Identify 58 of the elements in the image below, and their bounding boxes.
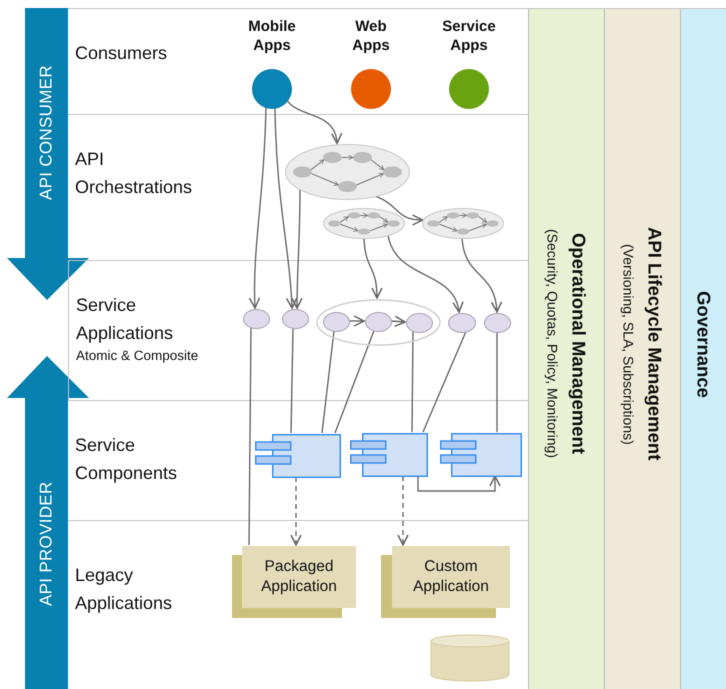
dependency-arrow — [397, 476, 409, 546]
app-label: Mobile Apps — [247, 17, 297, 55]
ellipse-node — [282, 309, 309, 329]
connector — [274, 108, 298, 309]
dependency-arrow — [290, 477, 302, 546]
ellipse-node — [406, 313, 433, 333]
connector — [321, 330, 335, 434]
application-box — [381, 546, 510, 618]
ellipse-node — [448, 313, 476, 333]
layer-label: Service Components — [75, 434, 178, 485]
connector — [496, 332, 498, 432]
box-label: Custom Application — [412, 557, 490, 597]
connector — [461, 238, 502, 313]
application-box — [232, 546, 356, 618]
layer-band — [68, 260, 528, 400]
arrow-label: API CONSUMER — [36, 64, 56, 202]
connector — [387, 234, 462, 313]
connector — [290, 328, 294, 434]
connector — [349, 315, 365, 327]
cross-cutting-column — [528, 8, 604, 689]
column-title: Operational Management — [568, 233, 590, 454]
cross-cutting-column — [604, 8, 680, 689]
layer-label: Legacy Applications — [75, 564, 174, 615]
connector — [411, 331, 414, 432]
connector — [248, 107, 267, 309]
ellipse-node — [323, 312, 350, 332]
column-subtitle: (Versioning, SLA, Subscriptions) — [620, 244, 638, 444]
layer-label: Service Applications — [76, 294, 174, 345]
column-subtitle: (Security, Quotas, Policy, Monitoring) — [544, 229, 562, 458]
column-title: Governance — [692, 290, 716, 398]
layer-label: API Orchestrations — [75, 148, 194, 199]
box-label: Packaged Application — [260, 557, 338, 597]
ellipse-node — [243, 309, 270, 329]
connector — [363, 238, 382, 299]
connector — [291, 189, 303, 309]
connector — [417, 475, 501, 492]
connector — [334, 330, 375, 434]
composite-ellipse — [316, 299, 441, 346]
component-symbol — [255, 434, 341, 478]
database-cylinder — [430, 634, 510, 682]
column-title: API Lifecycle Management — [644, 227, 666, 461]
ellipse-node — [365, 312, 392, 332]
connector — [286, 100, 342, 144]
component-symbol — [440, 433, 522, 477]
arrow-label: API PROVIDER — [36, 480, 56, 608]
connector — [248, 327, 252, 545]
layer-sublabel: Atomic & Composite — [76, 347, 200, 365]
ellipse-node — [484, 313, 511, 333]
app-label: Service Apps — [441, 17, 497, 55]
orchestration-ellipse — [422, 208, 504, 239]
orchestration-ellipse — [285, 144, 410, 200]
orchestration-ellipse — [323, 208, 405, 239]
app-label: Web Apps — [351, 17, 391, 55]
layer-label: Consumers — [75, 42, 168, 65]
component-symbol — [350, 433, 428, 477]
connector — [390, 316, 406, 328]
connector — [422, 331, 467, 432]
cross-cutting-column — [680, 8, 726, 689]
